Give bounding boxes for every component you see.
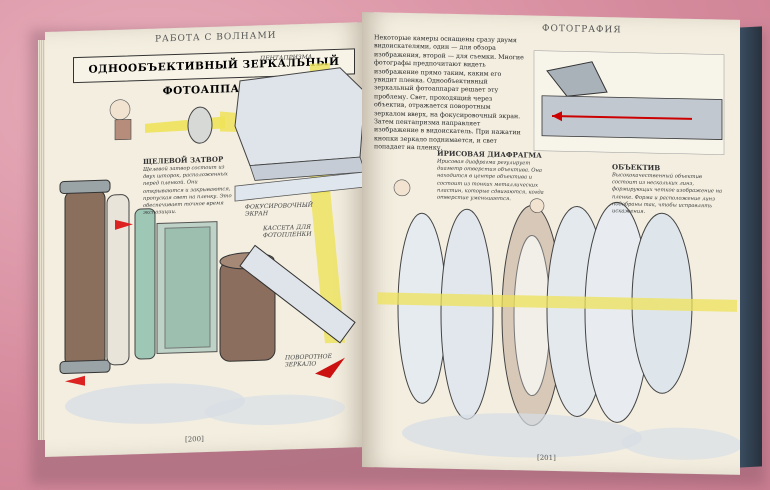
lens-title: ОБЪЕКТИВ — [612, 162, 661, 173]
lens-text: Высококачественный объектив состоит из н… — [612, 172, 723, 215]
mirror-label: ПОВОРОТНОЕ ЗЕРКАЛО — [285, 353, 332, 369]
aperture-text: Ирисовая диафрагма регулирует диаметр от… — [437, 158, 544, 203]
camera-illustration — [59, 63, 365, 425]
right-page: ФОТОГРАФИЯ Некоторые камеры оснащены сра… — [362, 12, 740, 475]
left-page: РАБОТА С ВОЛНАМИ ОДНООБЪЕКТИВНЫЙ ЗЕРКАЛЬ… — [45, 22, 365, 458]
focus-screen-label: ФОКУСИРОВОЧНЫЙ ЭКРАН — [245, 201, 313, 218]
shutter-caption-text: Щелевой затвор состоит из двух шторок, р… — [143, 164, 232, 217]
film-cassette-label: КАССЕТА ДЛЯ ФОТОПЛЕНКИ — [263, 223, 312, 240]
lens-illustration — [377, 50, 740, 460]
left-page-number: [200] — [185, 435, 204, 444]
right-page-number: [201] — [537, 453, 556, 463]
